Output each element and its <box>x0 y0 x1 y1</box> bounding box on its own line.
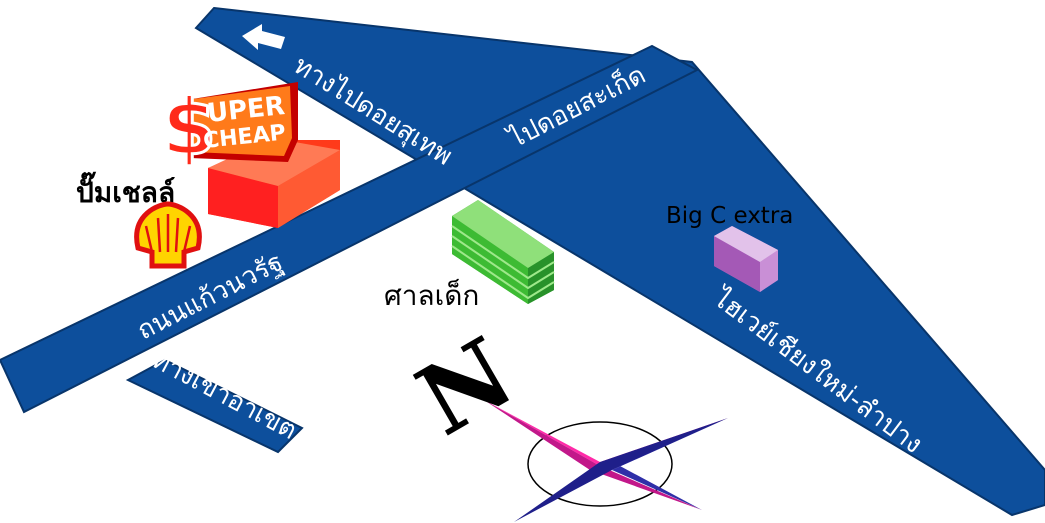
super-cheap-dollar: $ <box>162 83 216 173</box>
big-c-label: Big C extra <box>666 203 793 229</box>
shell-label: ปั๊มเชลล์ <box>76 172 175 209</box>
road-to-district <box>125 358 304 454</box>
compass-north-label: N <box>399 316 531 458</box>
shrine-building <box>451 200 555 304</box>
super-cheap-building <box>208 138 340 228</box>
roads <box>0 6 1045 517</box>
super-cheap-logo: $ UPER CHEAP <box>161 82 298 175</box>
big-c-building <box>714 226 778 292</box>
compass-rose-icon <box>484 400 728 522</box>
shell-logo-icon <box>134 201 202 269</box>
road-superhighway <box>194 6 1045 517</box>
shrine-label: ศาลเด็ก <box>384 278 479 312</box>
arrow-left-icon <box>242 24 285 50</box>
road-kaeo-nawarat <box>0 44 700 414</box>
